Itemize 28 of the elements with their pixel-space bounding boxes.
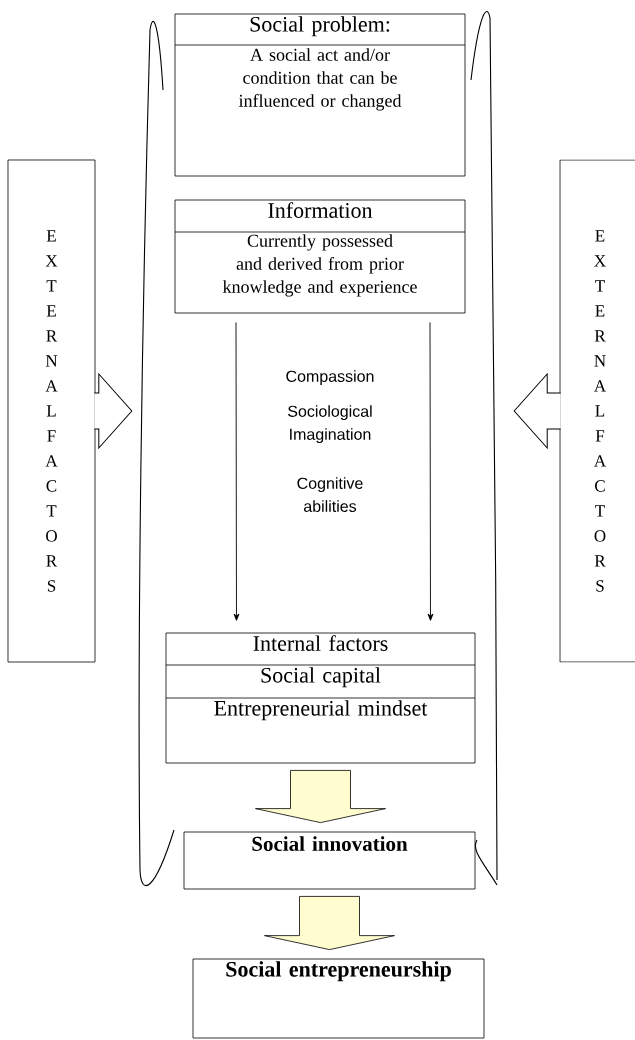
block-arrow	[264, 896, 395, 950]
box-heading: Internal factors	[253, 635, 388, 651]
side-box	[7, 159, 96, 663]
factor-label: Sociological Imagination	[288, 405, 372, 444]
vertical-text: E X T E R N A L F A C T O R S	[594, 230, 606, 592]
side-box	[559, 159, 635, 663]
arrow	[233, 321, 240, 621]
text-box	[174, 13, 466, 177]
box-heading: Information	[268, 202, 373, 218]
block-arrow	[255, 770, 386, 823]
block-arrow	[93, 373, 133, 449]
box-text: Social innovation	[252, 836, 408, 851]
factor-label: Cognitive abilities	[297, 477, 363, 512]
box-text: Social entrepreneurship	[226, 961, 451, 982]
text-box	[165, 632, 476, 764]
bracket-outline	[138, 10, 498, 886]
arrow	[427, 321, 434, 621]
factor-label: Compassion	[286, 370, 374, 386]
text-box	[183, 831, 476, 890]
block-arrow	[513, 373, 562, 449]
text-box	[192, 958, 485, 1039]
box-text: Social capital	[261, 667, 381, 688]
box-text: A social act and/or condition that can be influenced or changed	[238, 48, 402, 111]
text-box	[174, 199, 466, 314]
box-text: Currently possessed and derived from prior knowledge and experience	[222, 234, 417, 297]
box-heading: Social problem:	[250, 16, 390, 37]
box-text: Entrepreneurial mindset	[214, 700, 428, 721]
vertical-text: E X T E R N A L F A C T O R S	[45, 230, 58, 592]
